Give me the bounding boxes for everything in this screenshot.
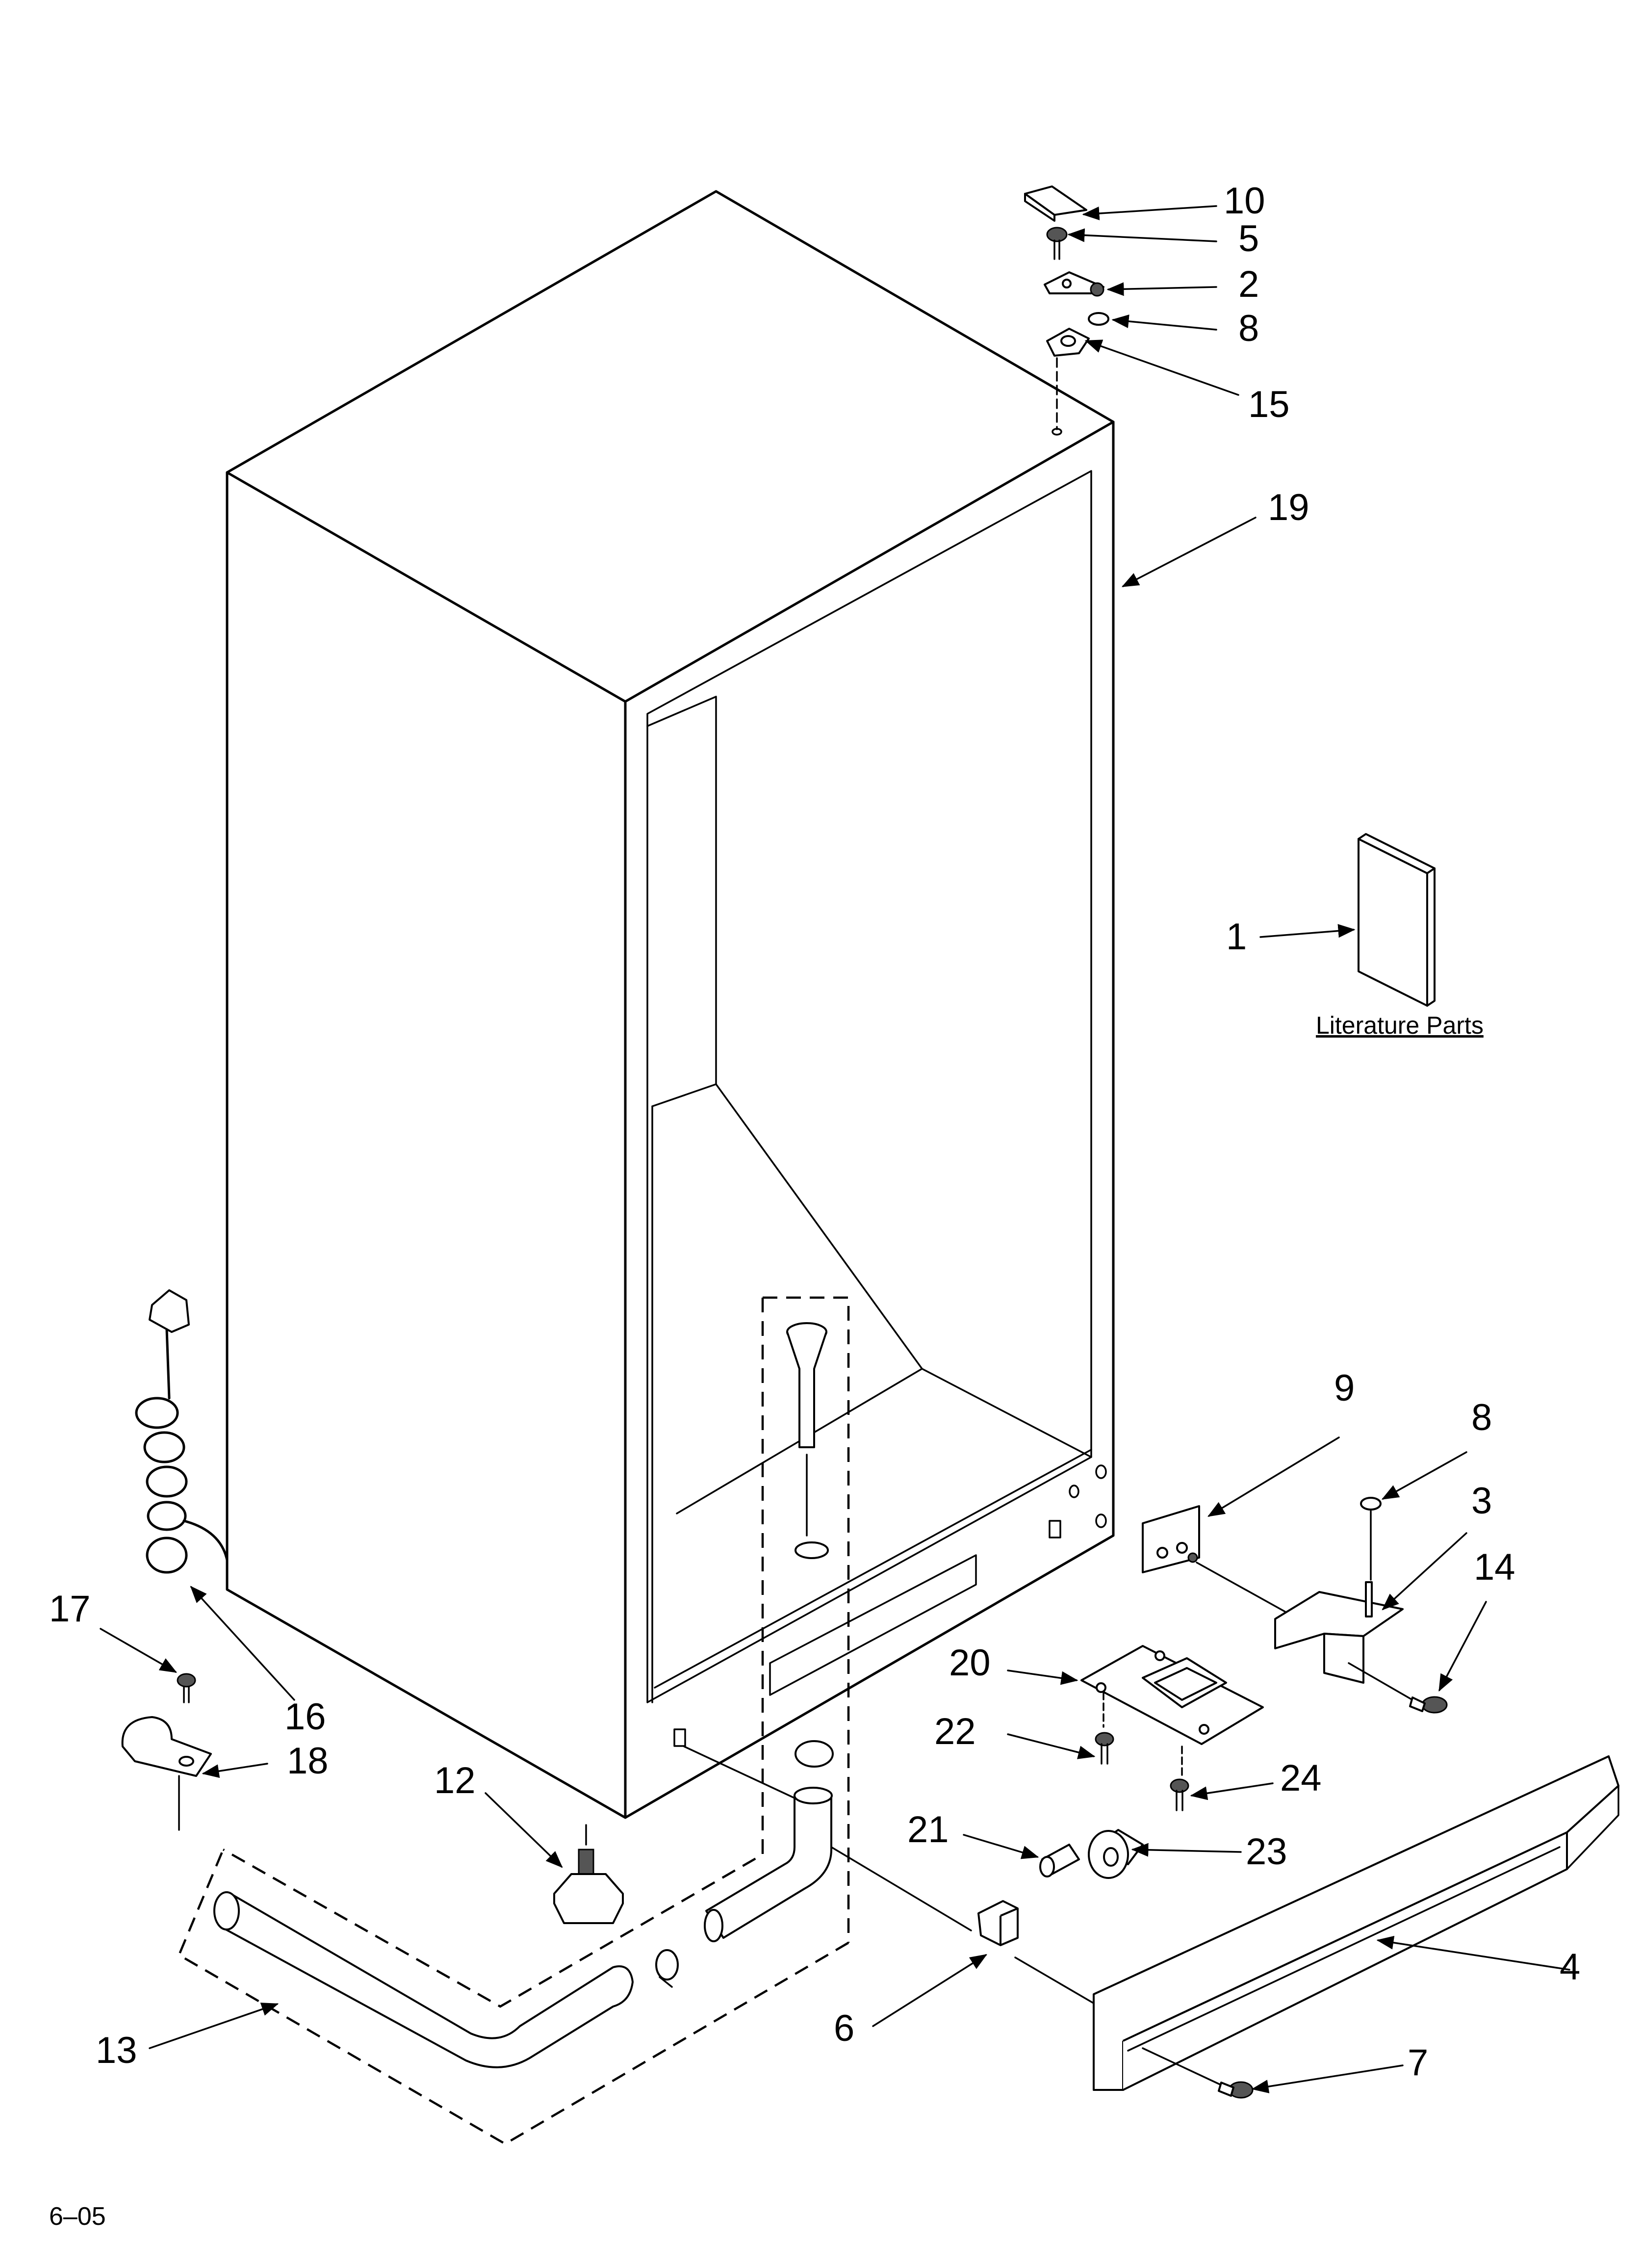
- cabinet: [226, 190, 1115, 1819]
- grille-clip-6: [977, 1900, 1019, 1946]
- drain-hose-13: [213, 1891, 634, 2068]
- callout-2: 2: [1238, 263, 1259, 305]
- callout-6: 6: [834, 2007, 854, 2049]
- callout-14: 14: [1474, 1546, 1515, 1588]
- leader-arrows: [100, 205, 1570, 2093]
- hinge-2: [1044, 271, 1104, 297]
- callout-22: 22: [934, 1711, 976, 1752]
- callout-10: 10: [1224, 180, 1265, 222]
- axle-21: [1039, 1844, 1080, 1877]
- callout-labels: 10 5 2 8 15 19 1 9 8 3 14 20 22 24 21 23…: [49, 180, 1580, 2084]
- leveling-leg-12: [553, 1824, 624, 1924]
- drain-clamp-top: [795, 1740, 834, 1768]
- callout-17: 17: [49, 1588, 91, 1630]
- power-cord-16: [135, 1289, 229, 1574]
- callout-9: 9: [1334, 1367, 1355, 1409]
- cord-clip-18: [121, 1716, 212, 1831]
- washer-8-top: [1088, 312, 1109, 326]
- screw-24: [1170, 1746, 1189, 1811]
- hose-clamp: [655, 1949, 679, 1988]
- callout-8-top: 8: [1238, 308, 1259, 349]
- callout-24: 24: [1280, 1757, 1322, 1799]
- callout-12: 12: [434, 1760, 476, 1801]
- callout-21: 21: [907, 1809, 949, 1851]
- clip-leader: [683, 1746, 1104, 2010]
- roller-bracket-20: [1080, 1645, 1264, 1745]
- callout-5: 5: [1238, 218, 1259, 260]
- bracket-9: [1142, 1505, 1200, 1573]
- callout-13: 13: [96, 2030, 137, 2071]
- callout-18: 18: [287, 1740, 329, 1782]
- footer-code: 6–05: [49, 2202, 106, 2231]
- washer-8-bottom: [1360, 1497, 1382, 1511]
- callout-16: 16: [284, 1696, 326, 1738]
- toe-grille-4: [1093, 1755, 1619, 2091]
- hinge-cover-10: [1024, 185, 1087, 222]
- callout-4: 4: [1560, 1946, 1580, 1988]
- callout-15: 15: [1248, 384, 1290, 425]
- screw-17: [177, 1673, 196, 1703]
- drain-dashed-path: [222, 1298, 764, 2008]
- callout-23: 23: [1246, 1831, 1287, 1873]
- drain-funnel: [786, 1322, 829, 1559]
- drain-hose: [704, 1787, 833, 1942]
- literature-book-1: [1358, 833, 1436, 1007]
- bracket-leader: [1196, 1562, 1286, 1613]
- screw-5: [1046, 227, 1068, 260]
- drain-dashed-box: [763, 1296, 850, 1943]
- callout-19: 19: [1268, 487, 1309, 528]
- hose-dashed-path: [178, 1849, 849, 2145]
- bottom-hinge-3: [1274, 1510, 1404, 1684]
- callout-1: 1: [1226, 916, 1247, 958]
- callout-8-bottom: 8: [1471, 1397, 1492, 1438]
- screw-14: [1348, 1662, 1448, 1714]
- callout-20: 20: [949, 1642, 991, 1684]
- roller-23: [1088, 1829, 1144, 1879]
- screw-22: [1095, 1692, 1114, 1765]
- callout-3: 3: [1471, 1480, 1492, 1522]
- literature-parts-label: Literature Parts: [1316, 1012, 1484, 1039]
- shim-15: [1046, 328, 1090, 357]
- callout-7: 7: [1408, 2042, 1428, 2084]
